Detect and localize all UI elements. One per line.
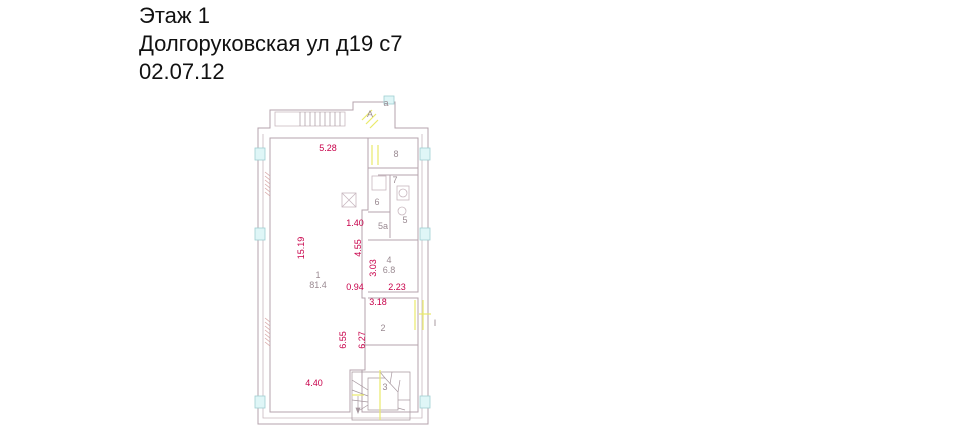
dimension-labels: 5.28 1.40 15.19 4.55 3.03 0.94 2.23 3.18… bbox=[296, 143, 406, 388]
room-label: А bbox=[367, 109, 373, 119]
room-labels: 1 81.4 2 3 4 6.8 5 5а 6 7 8 А а I bbox=[309, 98, 436, 392]
room-label: 3 bbox=[382, 382, 387, 392]
room-area: 81.4 bbox=[309, 280, 327, 290]
room-label: 1 bbox=[315, 270, 320, 280]
plan-header: Этаж 1 Долгоруковская ул д19 с7 02.07.12 bbox=[139, 2, 403, 86]
room-label: 5 bbox=[402, 215, 407, 225]
yellow-lines bbox=[352, 109, 431, 420]
room-label: 7 bbox=[392, 175, 397, 185]
dimension-label: 5.28 bbox=[319, 143, 337, 153]
room-area: 6.8 bbox=[383, 265, 396, 275]
date-title: 02.07.12 bbox=[139, 59, 225, 84]
dimension-label: 2.23 bbox=[388, 282, 406, 292]
top-stair bbox=[299, 112, 341, 126]
floor-title: Этаж 1 bbox=[139, 3, 210, 28]
dimension-label: 0.94 bbox=[346, 282, 364, 292]
dimension-label: 3.18 bbox=[369, 297, 387, 307]
dimension-label: 4.40 bbox=[305, 378, 323, 388]
room-label: 6 bbox=[374, 197, 379, 207]
room-label: 8 bbox=[393, 149, 398, 159]
address-title: Долгоруковская ул д19 с7 bbox=[139, 31, 403, 56]
outer-walls bbox=[257, 101, 429, 425]
windows bbox=[254, 95, 431, 409]
room-label: 4 bbox=[386, 255, 391, 265]
room-label: 2 bbox=[380, 323, 385, 333]
right-rooms bbox=[341, 137, 419, 413]
section-marker: I bbox=[434, 318, 437, 328]
hatched-walls bbox=[264, 171, 271, 347]
dimension-label: 15.19 bbox=[296, 237, 306, 260]
dimension-label: 6.27 bbox=[357, 331, 367, 349]
room-1-outline bbox=[269, 137, 369, 413]
dimension-label: 4.55 bbox=[353, 239, 363, 257]
dimension-label: 6.55 bbox=[338, 331, 348, 349]
spiral-stair bbox=[351, 371, 411, 421]
room-label: а bbox=[383, 98, 388, 108]
dimension-label: 1.40 bbox=[346, 218, 364, 228]
dimension-label: 3.03 bbox=[368, 259, 378, 277]
room-label: 5а bbox=[378, 221, 388, 231]
